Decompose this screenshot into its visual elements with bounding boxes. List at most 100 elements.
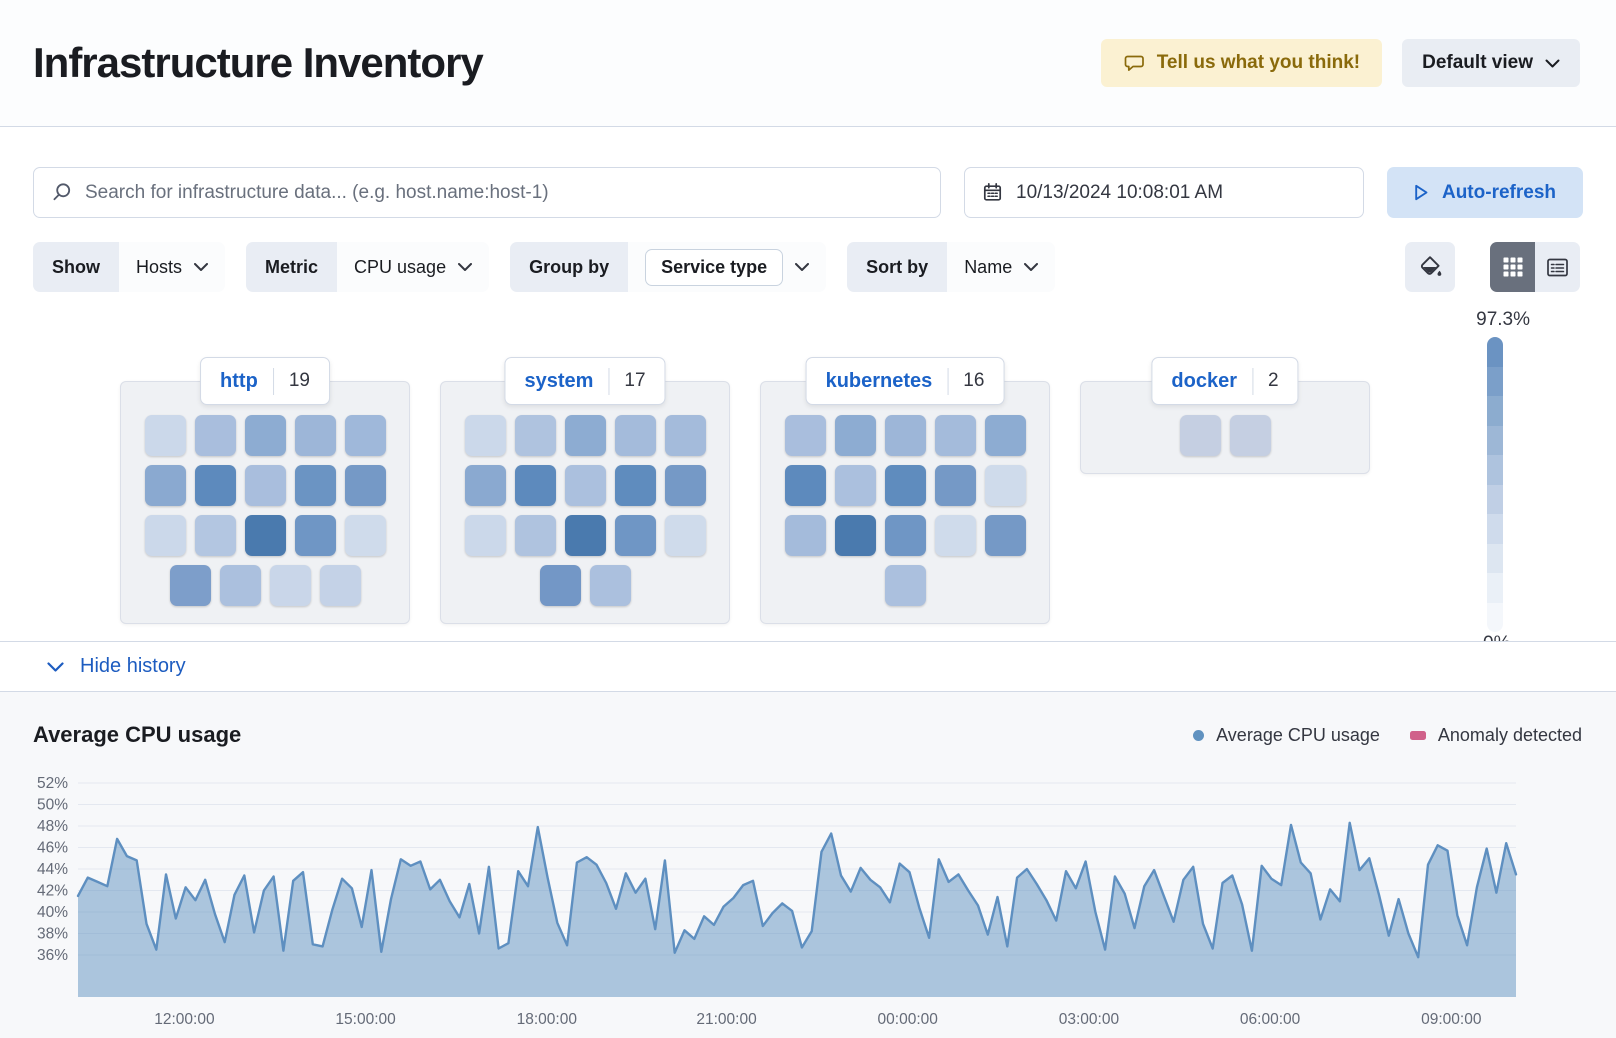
host-tile[interactable] [884, 465, 926, 506]
host-tile[interactable] [294, 465, 336, 506]
auto-refresh-label: Auto-refresh [1441, 181, 1556, 203]
host-tile[interactable] [294, 415, 336, 456]
group-name-link[interactable]: docker [1171, 369, 1238, 392]
svg-text:09:00:00: 09:00:00 [1421, 1011, 1482, 1028]
sort-by-dropdown[interactable]: Name [947, 242, 1056, 292]
host-tile[interactable] [269, 565, 311, 606]
host-tile[interactable] [244, 465, 286, 506]
chart-legend: Average CPU usage Anomaly detected [1193, 725, 1582, 746]
host-tile[interactable] [319, 565, 361, 606]
speech-bubble-icon [1123, 52, 1146, 74]
host-tile[interactable] [564, 465, 606, 506]
host-tile[interactable] [784, 515, 826, 556]
group-name-link[interactable]: http [220, 369, 258, 392]
host-tile[interactable] [144, 515, 186, 556]
chevron-down-icon [194, 263, 209, 271]
host-tile[interactable] [344, 415, 386, 456]
host-tile[interactable] [194, 415, 236, 456]
svg-text:36%: 36% [37, 947, 68, 964]
host-tile[interactable] [244, 415, 286, 456]
host-tile[interactable] [294, 515, 336, 556]
host-tile[interactable] [664, 515, 706, 556]
host-tile[interactable] [464, 515, 506, 556]
host-tile[interactable] [144, 415, 186, 456]
color-scale-bar [1487, 337, 1503, 632]
host-tile[interactable] [344, 515, 386, 556]
host-tile[interactable] [884, 515, 926, 556]
host-tile[interactable] [1179, 415, 1221, 456]
legend-dot-swatch [1193, 729, 1205, 741]
group-by-value-button[interactable]: Service type [645, 248, 784, 286]
host-tile[interactable] [784, 415, 826, 456]
host-tile[interactable] [984, 515, 1026, 556]
host-tile[interactable] [884, 565, 926, 606]
host-tile[interactable] [539, 565, 581, 606]
host-tile[interactable] [564, 415, 606, 456]
host-tile[interactable] [984, 465, 1026, 506]
group-name-link[interactable]: kubernetes [825, 369, 933, 392]
group-host-count: 2 [1268, 370, 1279, 391]
host-tile[interactable] [834, 415, 876, 456]
host-tile[interactable] [464, 415, 506, 456]
host-tile[interactable] [934, 515, 976, 556]
chevron-down-icon [458, 263, 473, 271]
auto-refresh-button[interactable]: Auto-refresh [1387, 167, 1583, 218]
svg-text:18:00:00: 18:00:00 [517, 1011, 578, 1028]
history-chart-section: Average CPU usage Average CPU usage Anoma… [0, 692, 1616, 1038]
tile-row [1179, 415, 1271, 456]
host-tile[interactable] [514, 465, 556, 506]
tile-grid [761, 382, 1049, 606]
host-tile[interactable] [614, 465, 656, 506]
legend-item[interactable]: Anomaly detected [1409, 725, 1582, 746]
host-tile[interactable] [219, 565, 261, 606]
host-tile[interactable] [169, 565, 211, 606]
show-dropdown[interactable]: Hosts [119, 242, 226, 292]
host-tile[interactable] [934, 415, 976, 456]
host-tile[interactable] [244, 515, 286, 556]
svg-text:46%: 46% [37, 840, 68, 857]
chart-title: Average CPU usage [33, 722, 242, 747]
chevron-down-icon [795, 263, 810, 271]
tile-grid [441, 382, 729, 606]
host-tile[interactable] [834, 515, 876, 556]
host-tile[interactable] [194, 465, 236, 506]
host-tile[interactable] [664, 415, 706, 456]
host-tile[interactable] [194, 515, 236, 556]
group-host-count: 16 [963, 370, 985, 391]
metric-dropdown[interactable]: CPU usage [337, 242, 490, 292]
host-tile[interactable] [464, 465, 506, 506]
tile-row [169, 565, 361, 606]
palette-button[interactable] [1405, 242, 1455, 292]
host-tile[interactable] [984, 415, 1026, 456]
svg-text:21:00:00: 21:00:00 [696, 1011, 757, 1028]
hide-history-link[interactable]: Hide history [80, 655, 186, 677]
filter-row: Show Hosts Metric CPU usage Group by Ser… [33, 242, 1580, 292]
datetime-picker[interactable]: 10/13/2024 10:08:01 AM [964, 167, 1364, 218]
host-tile[interactable] [564, 515, 606, 556]
host-tile[interactable] [934, 465, 976, 506]
search-input[interactable] [85, 181, 923, 204]
host-tile[interactable] [1229, 415, 1271, 456]
host-tile[interactable] [514, 415, 556, 456]
feedback-button[interactable]: Tell us what you think! [1100, 39, 1383, 87]
host-tile[interactable] [614, 515, 656, 556]
host-tile[interactable] [664, 465, 706, 506]
host-tile[interactable] [514, 515, 556, 556]
map-view-button[interactable] [1490, 242, 1535, 292]
legend-item[interactable]: Average CPU usage [1193, 725, 1380, 746]
host-tile[interactable] [884, 415, 926, 456]
view-selector-button[interactable]: Default view [1402, 39, 1580, 87]
host-tile[interactable] [344, 465, 386, 506]
table-view-button[interactable] [1535, 242, 1580, 292]
group-name-link[interactable]: system [524, 369, 594, 392]
host-tile[interactable] [834, 465, 876, 506]
host-tile[interactable] [589, 565, 631, 606]
host-tile[interactable] [144, 465, 186, 506]
host-tile[interactable] [784, 465, 826, 506]
host-tile[interactable] [614, 415, 656, 456]
group-by-dropdown[interactable]: Service type [628, 242, 827, 292]
